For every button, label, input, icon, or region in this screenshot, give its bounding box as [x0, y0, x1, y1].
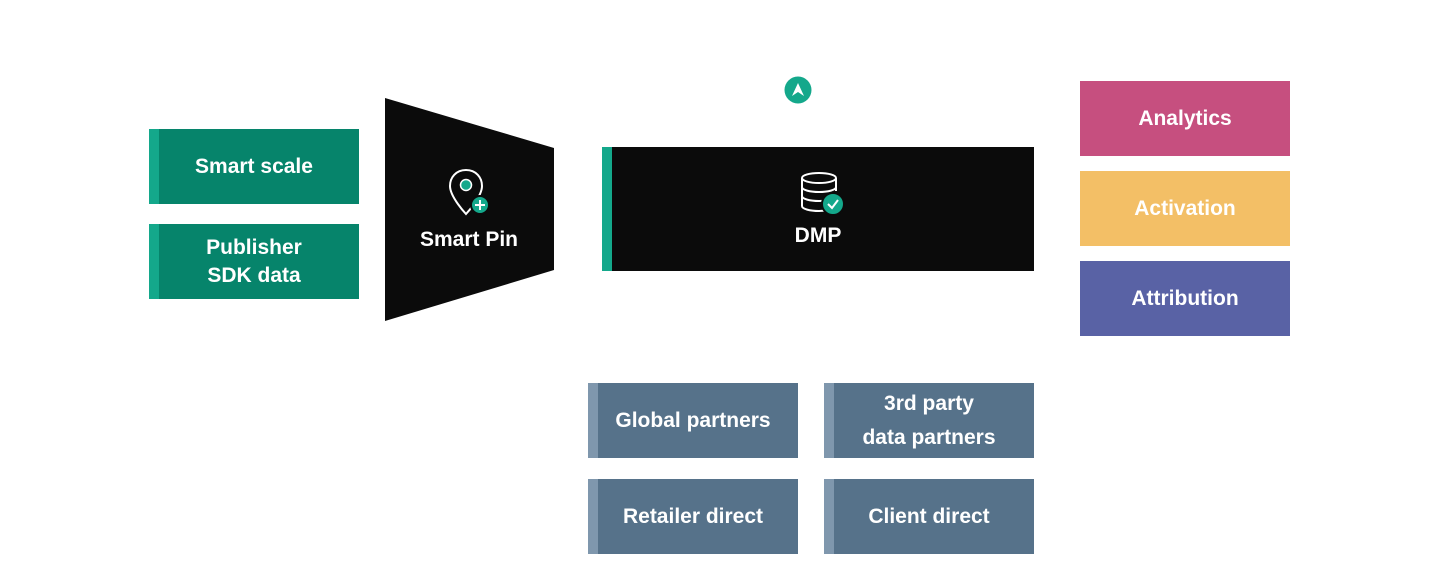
output-label: Activation	[1134, 196, 1236, 220]
partner-global-partners: Global partners	[588, 383, 798, 458]
partner-label: 3rd party data partners	[862, 391, 996, 449]
location-pin-plus-icon	[448, 168, 490, 216]
partner-client-direct: Client direct	[824, 479, 1034, 554]
brand-logo-icon	[784, 76, 812, 104]
output-label: Analytics	[1138, 106, 1232, 130]
accent-stripe	[588, 383, 598, 458]
accent-stripe	[149, 129, 159, 204]
partner-3rd-party-data-partners: 3rd party data partners	[824, 383, 1034, 458]
partner-retailer-direct: Retailer direct	[588, 479, 798, 554]
source-label: Smart scale	[195, 154, 313, 178]
dmp-block: DMP	[602, 147, 1034, 271]
accent-stripe	[824, 479, 834, 554]
accent-stripe	[149, 224, 159, 299]
source-label: Publisher SDK data	[206, 235, 302, 287]
output-attribution: Attribution	[1080, 261, 1290, 336]
source-publisher-sdk-data: Publisher SDK data	[149, 224, 359, 299]
dmp-label: DMP	[794, 224, 842, 247]
output-activation: Activation	[1080, 171, 1290, 246]
partner-label: Retailer direct	[622, 504, 764, 528]
accent-stripe	[588, 479, 598, 554]
partner-label: Client direct	[868, 504, 990, 528]
partner-label: Global partners	[615, 408, 771, 432]
output-label: Attribution	[1131, 286, 1239, 310]
accent-stripe	[602, 147, 612, 271]
database-check-icon	[801, 172, 845, 216]
accent-stripe	[824, 383, 834, 458]
source-smart-scale: Smart scale	[149, 129, 359, 204]
output-analytics: Analytics	[1080, 81, 1290, 156]
smart-pin-label: Smart Pin	[419, 228, 519, 251]
